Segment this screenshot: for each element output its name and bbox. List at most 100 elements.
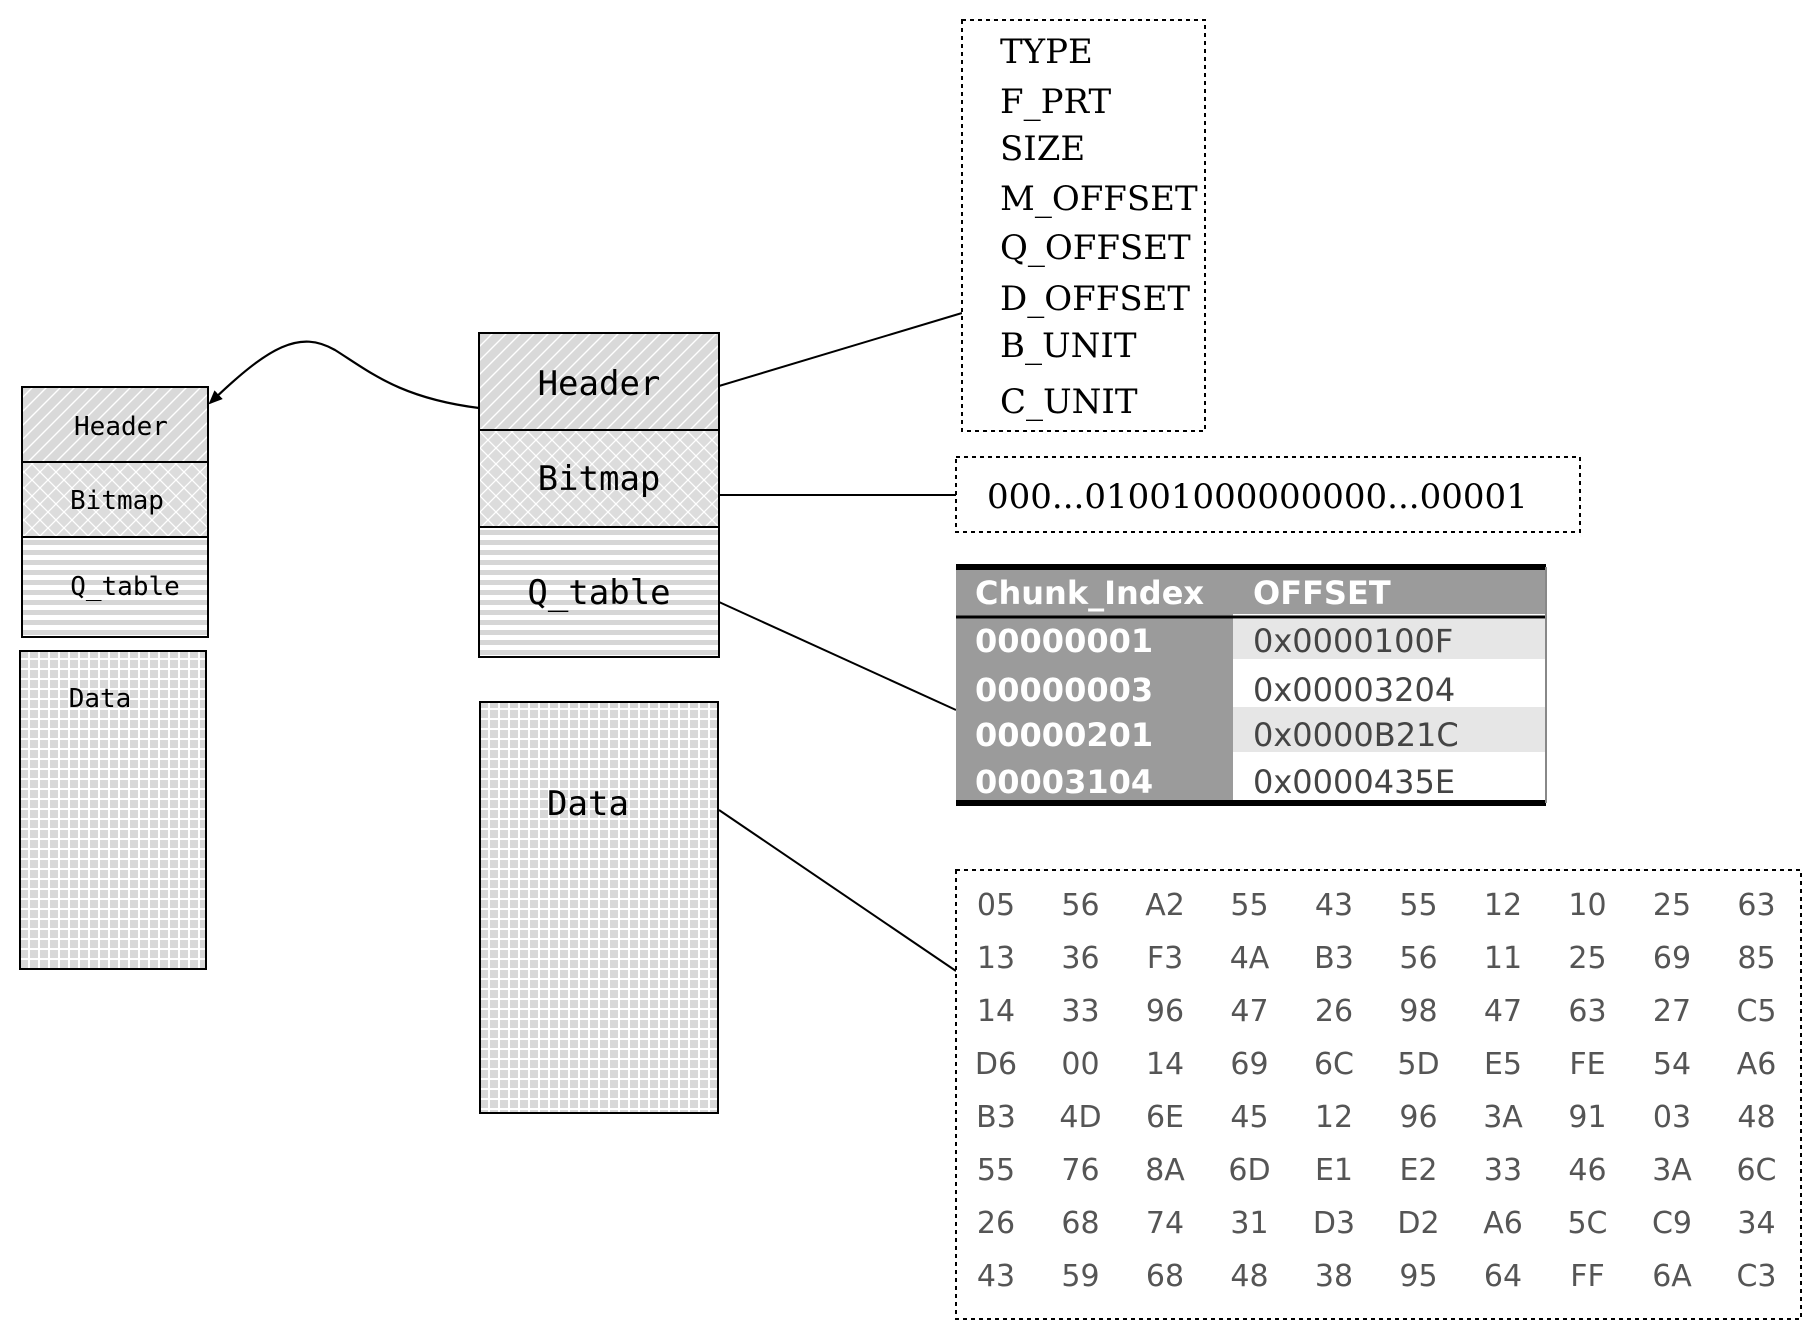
data-byte: 69 bbox=[1230, 1047, 1268, 1082]
data-byte: 96 bbox=[1146, 994, 1184, 1029]
data-byte: 14 bbox=[977, 994, 1015, 1029]
qtable-offset-cell: 0x00003204 bbox=[1253, 671, 1455, 709]
qtable-index-cell: 00000001 bbox=[975, 622, 1153, 660]
data-byte: E1 bbox=[1315, 1153, 1353, 1188]
qtable-index-cell: 00000201 bbox=[975, 716, 1153, 754]
small-header-label: Header bbox=[74, 412, 168, 442]
data-byte: B3 bbox=[1314, 941, 1354, 976]
connector-header bbox=[718, 312, 963, 387]
data-byte: 31 bbox=[1230, 1206, 1268, 1241]
big-header-label: Header bbox=[538, 364, 661, 404]
data-byte: 43 bbox=[1315, 888, 1353, 923]
data-byte: 68 bbox=[1146, 1259, 1184, 1294]
header-field: SIZE bbox=[1000, 129, 1085, 169]
data-byte: 6E bbox=[1146, 1100, 1184, 1135]
connector-data bbox=[718, 809, 957, 972]
data-byte: A6 bbox=[1483, 1206, 1523, 1241]
header-field: TYPE bbox=[1000, 32, 1093, 72]
data-byte: A2 bbox=[1145, 888, 1185, 923]
header-field: M_OFFSET bbox=[1000, 179, 1198, 219]
data-byte: 48 bbox=[1230, 1259, 1268, 1294]
qtable-offset-band-3 bbox=[1233, 707, 1546, 752]
data-byte: D2 bbox=[1397, 1206, 1439, 1241]
big-block: Header Bitmap Q_table Data bbox=[478, 332, 720, 1114]
data-byte: 56 bbox=[1399, 941, 1437, 976]
data-byte: 11 bbox=[1484, 941, 1522, 976]
data-byte: 3A bbox=[1652, 1153, 1692, 1188]
data-byte: 74 bbox=[1146, 1206, 1184, 1241]
data-byte: 38 bbox=[1315, 1259, 1353, 1294]
data-byte: E2 bbox=[1399, 1153, 1437, 1188]
link-arrow bbox=[208, 340, 480, 410]
small-header-segment bbox=[21, 386, 209, 463]
header-fields-panel bbox=[961, 19, 1206, 432]
qtable-offset-cell: 0x0000100F bbox=[1253, 622, 1453, 660]
data-byte: E5 bbox=[1484, 1047, 1522, 1082]
header-field: Q_OFFSET bbox=[1000, 228, 1191, 268]
big-qtable-label: Q_table bbox=[527, 573, 670, 613]
big-data-label: Data bbox=[547, 784, 629, 824]
data-byte: 59 bbox=[1061, 1259, 1099, 1294]
data-byte: 47 bbox=[1484, 994, 1522, 1029]
data-byte: 45 bbox=[1230, 1100, 1268, 1135]
data-byte: 4D bbox=[1059, 1100, 1101, 1135]
header-field: C_UNIT bbox=[1000, 382, 1138, 422]
header-field: B_UNIT bbox=[1000, 326, 1137, 366]
big-qtable-segment bbox=[478, 526, 720, 658]
data-byte: 56 bbox=[1061, 888, 1099, 923]
data-byte: 98 bbox=[1399, 994, 1437, 1029]
small-data-label: Data bbox=[69, 684, 132, 714]
data-byte: 14 bbox=[1146, 1047, 1184, 1082]
qtable-index-cell: 00003104 bbox=[975, 763, 1153, 801]
data-byte: 54 bbox=[1653, 1047, 1691, 1082]
qtable-index-column bbox=[956, 614, 1233, 804]
data-bytes-panel bbox=[955, 869, 1802, 1320]
data-byte: A6 bbox=[1737, 1047, 1777, 1082]
header-fields-list: TYPE F_PRT SIZE M_OFFSET Q_OFFSET D_OFFSET B_U… bbox=[1000, 32, 1198, 422]
connector-qtable bbox=[718, 601, 957, 711]
data-byte: 8A bbox=[1145, 1153, 1185, 1188]
data-byte: 6D bbox=[1228, 1153, 1270, 1188]
data-byte: 4A bbox=[1230, 941, 1270, 976]
qtable-header-row bbox=[956, 566, 1546, 614]
data-byte: 34 bbox=[1737, 1206, 1775, 1241]
data-byte: 68 bbox=[1061, 1206, 1099, 1241]
qtable-offset-band-1 bbox=[1233, 619, 1546, 659]
data-byte: 85 bbox=[1737, 941, 1775, 976]
data-byte: 76 bbox=[1061, 1153, 1099, 1188]
data-byte: C9 bbox=[1652, 1206, 1692, 1241]
data-byte: C3 bbox=[1736, 1259, 1776, 1294]
data-byte: B3 bbox=[976, 1100, 1016, 1135]
header-field: F_PRT bbox=[1000, 82, 1111, 122]
data-byte: 26 bbox=[1315, 994, 1353, 1029]
data-byte: 25 bbox=[1568, 941, 1606, 976]
small-bitmap-label: Bitmap bbox=[70, 486, 164, 516]
data-byte: FF bbox=[1570, 1259, 1605, 1294]
data-byte: 10 bbox=[1568, 888, 1606, 923]
data-byte: 12 bbox=[1484, 888, 1522, 923]
data-byte: 13 bbox=[977, 941, 1015, 976]
data-byte: 33 bbox=[1061, 994, 1099, 1029]
big-bitmap-segment bbox=[478, 429, 720, 528]
data-byte: 63 bbox=[1568, 994, 1606, 1029]
data-byte: 12 bbox=[1315, 1100, 1353, 1135]
data-byte: 6C bbox=[1736, 1153, 1776, 1188]
data-byte: 55 bbox=[1230, 888, 1268, 923]
data-byte: 95 bbox=[1399, 1259, 1437, 1294]
header-field: D_OFFSET bbox=[1000, 279, 1190, 319]
small-data-segment bbox=[19, 650, 207, 970]
data-byte: 6C bbox=[1314, 1047, 1354, 1082]
data-byte: 36 bbox=[1061, 941, 1099, 976]
data-byte: 69 bbox=[1653, 941, 1691, 976]
qtable-offset-cell: 0x0000435E bbox=[1253, 763, 1455, 801]
data-byte: 91 bbox=[1568, 1100, 1606, 1135]
data-byte: 6A bbox=[1652, 1259, 1692, 1294]
data-byte: 27 bbox=[1653, 994, 1691, 1029]
data-byte: 63 bbox=[1737, 888, 1775, 923]
small-block: Header Bitmap Q_table Data bbox=[19, 386, 209, 970]
